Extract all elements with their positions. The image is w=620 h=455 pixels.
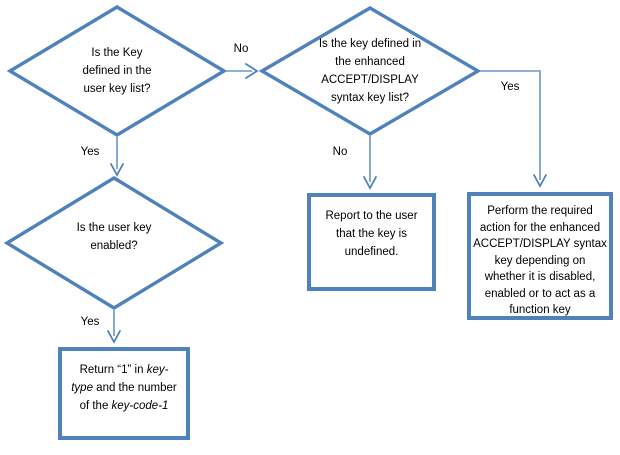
- decision-label-user-key-enabled: Is the user key enabled?: [24, 180, 204, 294]
- text-line: whether it is disabled,: [484, 271, 596, 283]
- edge-label-yes-to-perform: Yes: [500, 81, 520, 93]
- text-line: user key list?: [83, 83, 151, 95]
- edge-label-yes-to-enabled: Yes: [80, 146, 100, 158]
- text-line: of the key-code-1: [62, 397, 186, 415]
- text-line: type and the number: [62, 379, 186, 397]
- arrowhead-down-icon: [533, 174, 547, 188]
- text-segment: Return “1” in: [79, 364, 147, 376]
- text-line: Report to the user: [325, 210, 418, 222]
- decision-diamond-user-key-defined: [6, 5, 228, 137]
- text-line: defined in the: [82, 65, 152, 77]
- text-line: key depending on: [494, 254, 586, 267]
- text-line: enabled or to act as a: [484, 287, 596, 300]
- decision-diamond-user-key-enabled: [3, 176, 225, 310]
- text-line: Return “1” in key-: [62, 361, 186, 379]
- text-segment: of the: [79, 400, 112, 412]
- edge-label-no-to-report: No: [332, 146, 348, 158]
- arrowhead-down-icon: [107, 330, 121, 344]
- process-box-perform-action: Perform the required action for the enha…: [467, 192, 613, 320]
- text-segment: and the number: [92, 382, 177, 394]
- text-segment: type: [71, 382, 93, 394]
- connector-yes-to-perform: [480, 70, 541, 180]
- text-line: Is the Key: [91, 47, 143, 59]
- text-line: enabled?: [90, 240, 138, 252]
- edge-label-yes-to-return: Yes: [80, 316, 100, 328]
- decision-label-enhanced-syntax: Is the key defined in the enhanced ACCEP…: [275, 12, 465, 130]
- text-segment: key-: [146, 364, 169, 376]
- text-line: syntax key list?: [331, 92, 409, 104]
- decision-label-user-key-defined: Is the Key defined in the user key list?: [27, 13, 207, 129]
- process-box-report-undefined: Report to the user that the key is undef…: [307, 193, 436, 291]
- text-line: that the key is: [336, 228, 407, 240]
- text-line: Is the user key: [76, 222, 152, 234]
- text-line: Perform the required: [487, 205, 593, 217]
- text-line: Is the key defined in: [318, 38, 422, 50]
- text-line: undefined.: [344, 246, 399, 258]
- arrowhead-down-icon: [363, 176, 377, 190]
- text-line: ACCEPT/DISPLAY syntax: [473, 238, 607, 250]
- text-line: the enhanced: [335, 56, 405, 68]
- text-line: ACCEPT/DISPLAY: [321, 74, 419, 86]
- text-line: action for the enhanced: [479, 221, 601, 234]
- arrowhead-right-icon: [245, 63, 259, 79]
- decision-diamond-enhanced-syntax: [258, 6, 482, 136]
- edge-label-no-to-enhanced: No: [233, 43, 249, 55]
- arrowhead-down-icon: [110, 163, 124, 177]
- text-line: function key: [509, 304, 571, 316]
- text-segment: key-code-1: [111, 400, 169, 412]
